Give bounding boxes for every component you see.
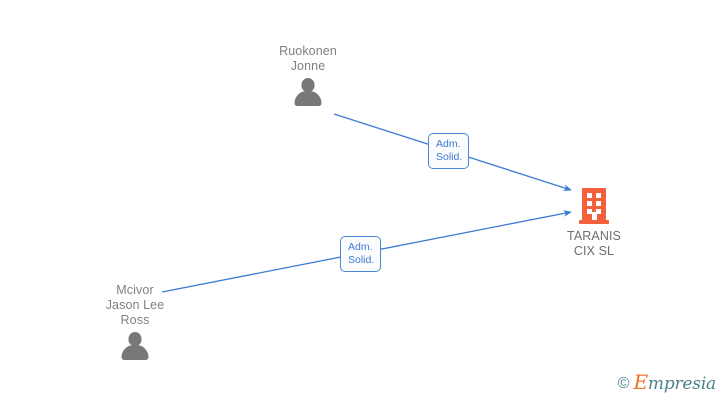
brand-initial: E <box>633 370 649 394</box>
relation-label-mcivor-taranis[interactable]: Adm. Solid. <box>340 236 382 272</box>
person-node-ruokonen-jonne[interactable]: Ruokonen Jonne <box>238 44 378 113</box>
relation-label-ruokonen-taranis[interactable]: Adm. Solid. <box>428 133 470 169</box>
person-icon <box>118 332 152 362</box>
brand-rest: mpresia <box>647 374 716 394</box>
person-node-mcivor-jason-lee-ross[interactable]: Mcivor Jason Lee Ross <box>65 283 205 367</box>
building-window <box>596 209 601 214</box>
company-name-label: TARANIS CIX SL <box>567 229 621 258</box>
person-body <box>121 345 149 360</box>
building-window <box>587 201 592 206</box>
company-node-taranis-cix-sl[interactable]: TARANIS CIX SL <box>524 188 664 259</box>
person-head <box>301 78 315 92</box>
building-window <box>596 201 601 206</box>
person-name-label: Ruokonen Jonne <box>279 44 337 73</box>
building-window <box>596 193 601 198</box>
person-head <box>128 332 142 346</box>
building-window <box>587 193 592 198</box>
person-name-label: Mcivor Jason Lee Ross <box>105 283 165 327</box>
person-body <box>294 91 322 106</box>
building-icon <box>579 188 609 224</box>
empresia-watermark: © Empresia <box>617 372 717 394</box>
brand-wordmark: Empresia <box>634 372 717 394</box>
building-door <box>591 212 597 220</box>
building-window <box>587 209 592 214</box>
building-base <box>579 220 609 224</box>
copyright-icon: © <box>617 374 630 392</box>
person-icon <box>291 78 325 108</box>
